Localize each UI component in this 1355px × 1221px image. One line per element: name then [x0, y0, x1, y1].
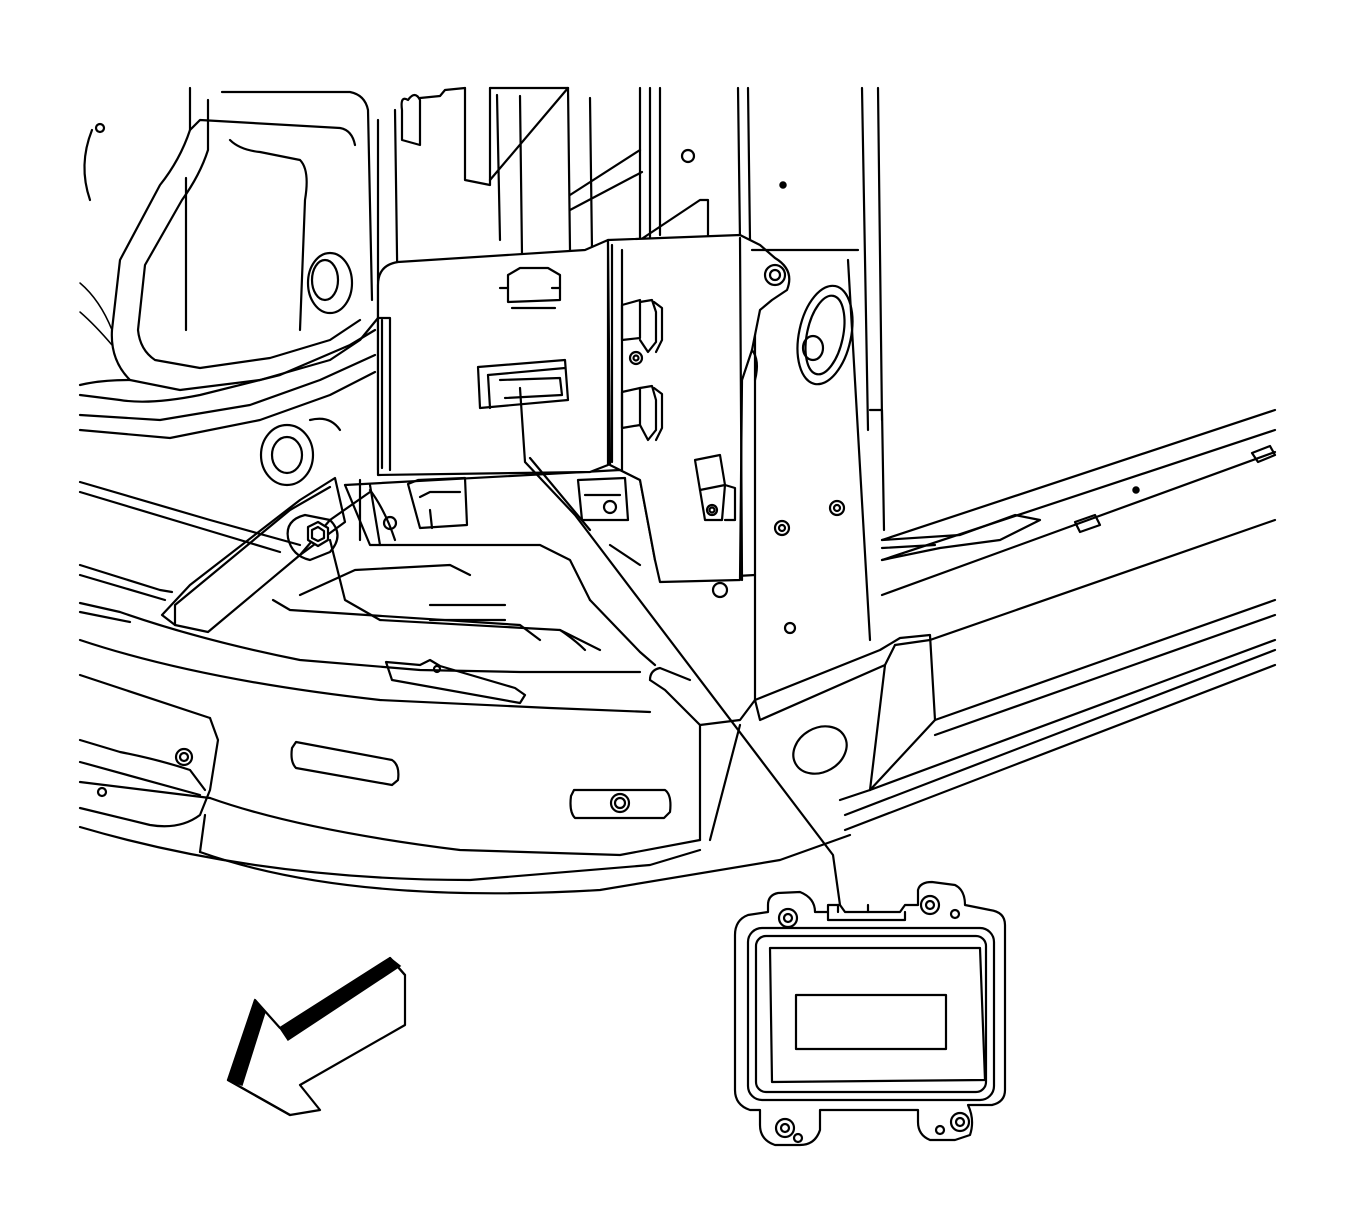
module-icon: [733, 880, 1007, 1147]
direction-arrow-icon: [226, 956, 407, 1117]
rear-sill: [78, 480, 852, 895]
right-floor-rail: [843, 408, 1277, 832]
wheelhouse-panel: [78, 86, 380, 487]
callout-leader: [518, 386, 842, 907]
diagonal-brace: [160, 476, 372, 634]
mounting-bracket: [376, 233, 791, 584]
rear-pillars: [376, 86, 886, 702]
